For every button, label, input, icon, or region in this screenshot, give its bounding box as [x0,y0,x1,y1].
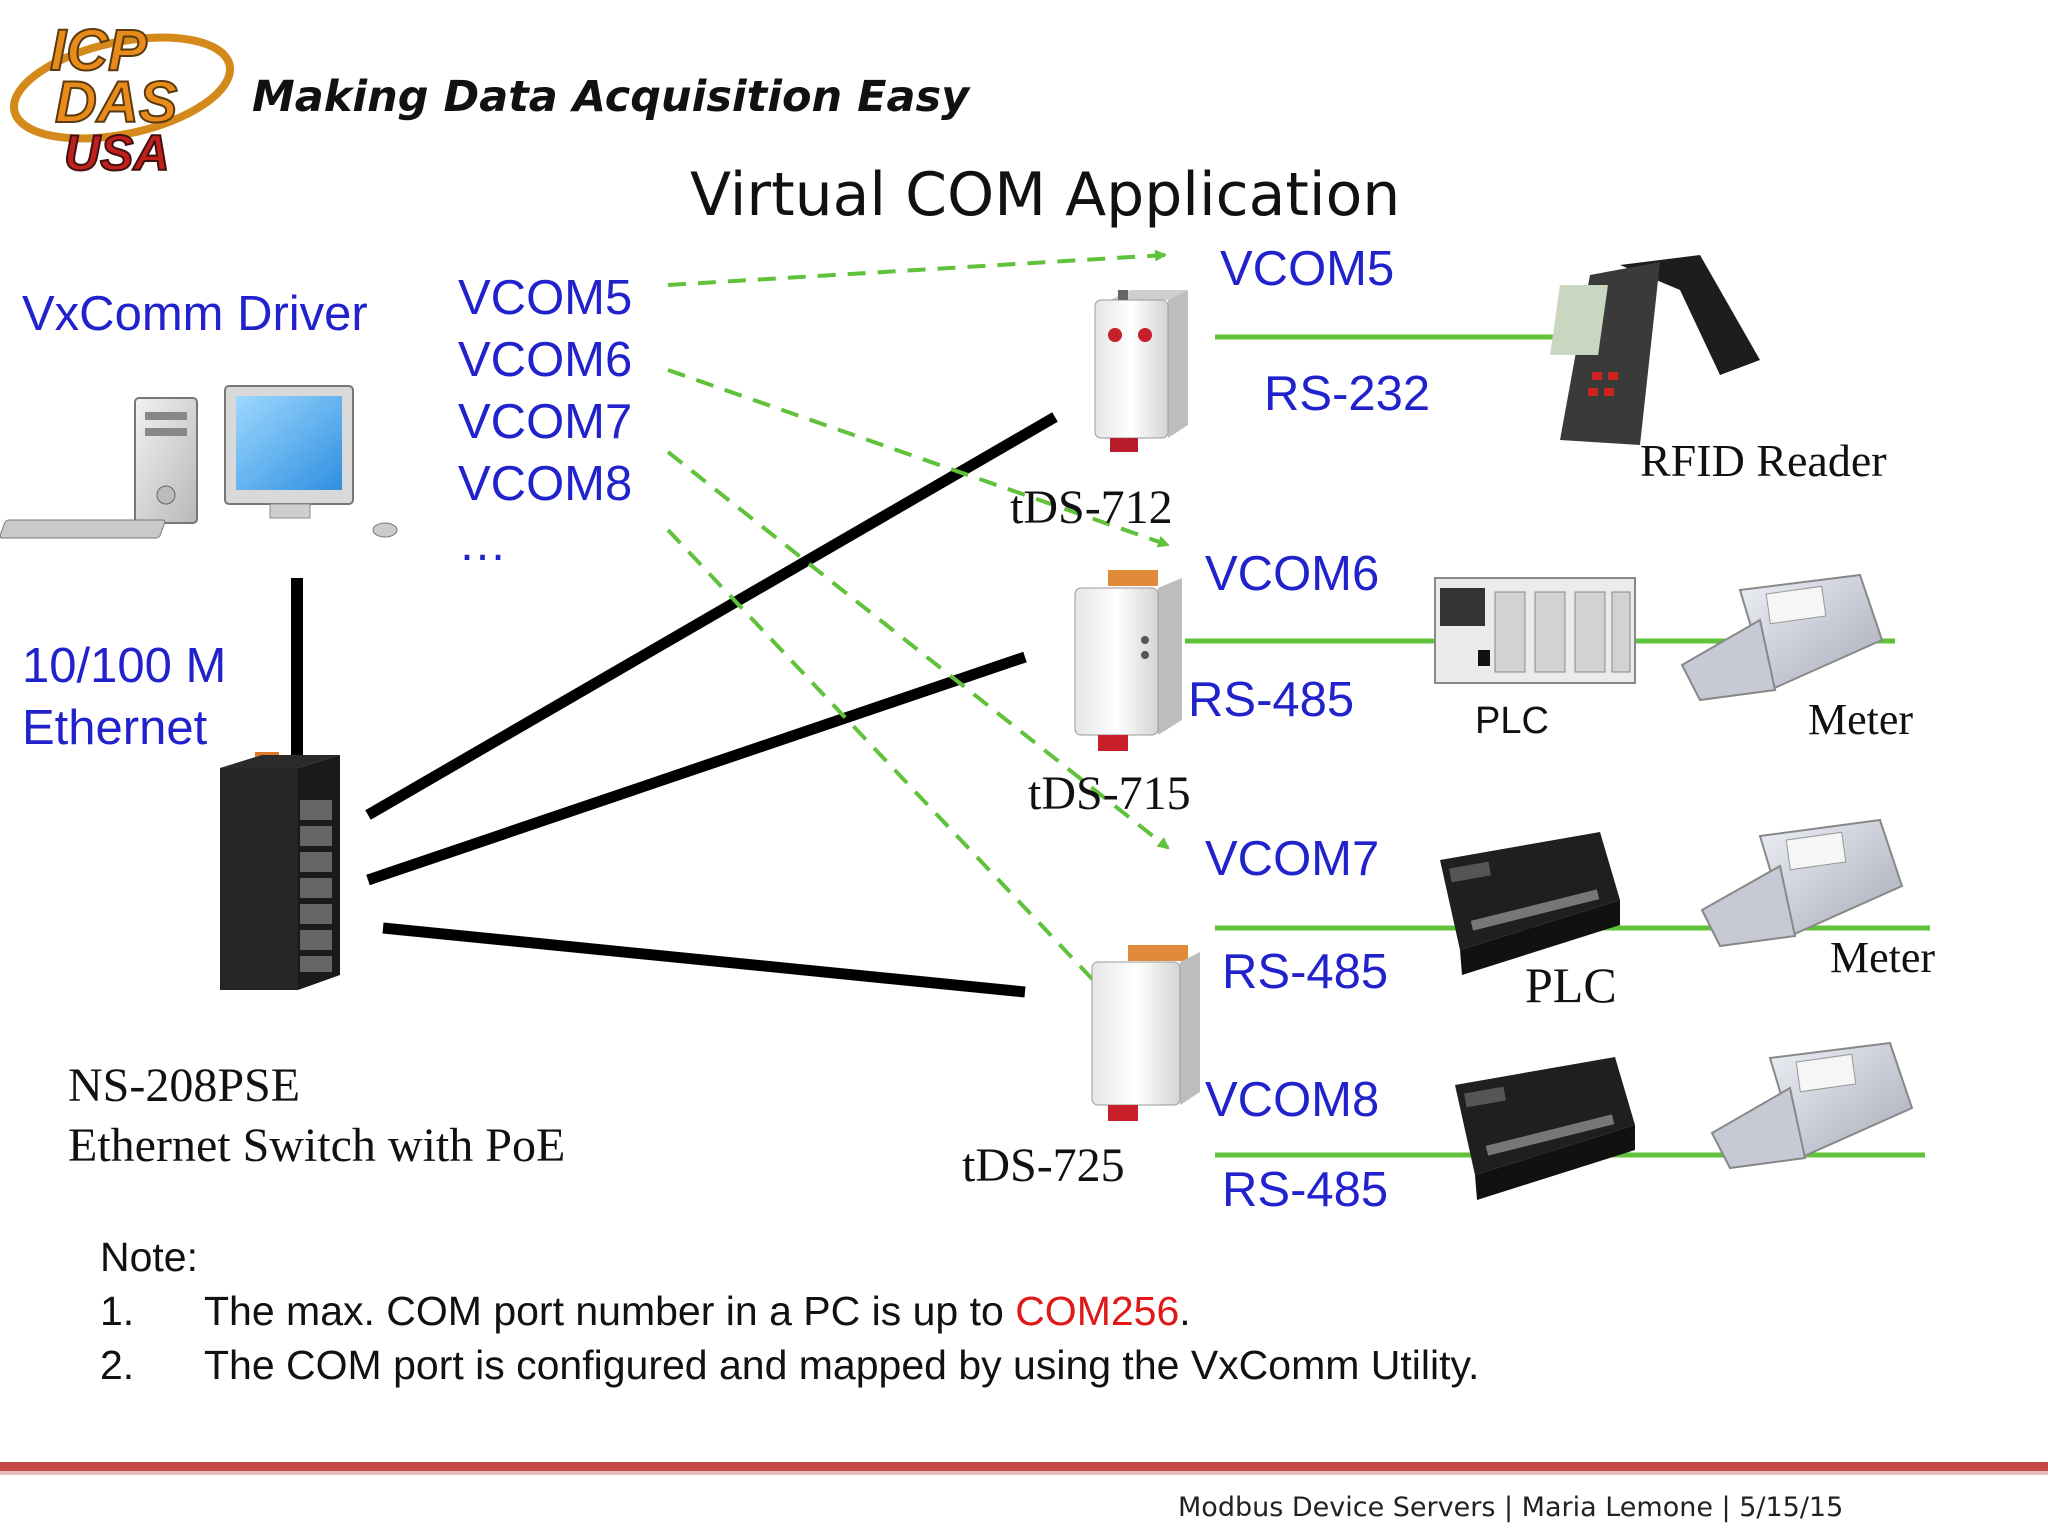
device-label: PLC [1525,957,1617,1013]
rfid-reader-icon [1550,255,1760,445]
ethernet-cable-tds715 [366,651,1027,886]
vcom-list-item: VCOM6 [458,333,633,387]
bus-label: RS-485 [1222,1163,1389,1217]
device-label: Meter [1830,933,1936,982]
tds715-device-icon [1074,570,1182,751]
pc-computer-icon [0,385,398,539]
vcom8-arrow [666,528,1182,1074]
vcom-list-item: VCOM5 [458,271,633,325]
footer-text: Modbus Device Servers | Maria Lemone | 5… [1178,1492,1844,1523]
note-text: The max. COM port number in a PC is up t… [204,1288,1016,1334]
note-item-1: The max. COM port number in a PC is up t… [204,1288,1191,1335]
tagline: Making Data Acquisition Easy [252,72,970,122]
link-vcom-label: VCOM5 [1220,242,1395,296]
plc-icon [1440,832,1620,975]
vcom-list-item: … [458,517,507,571]
server-model-label: tDS-712 [1010,481,1173,534]
note-number: 1. [100,1288,135,1334]
tds712-device-icon [1094,290,1188,452]
ethernet-speed-label: 10/100 M [22,639,227,693]
vcom-list-item: VCOM8 [458,457,633,511]
bus-label: RS-232 [1264,367,1431,421]
switch-description-label: Ethernet Switch with PoE [68,1119,566,1172]
note-item-2: The COM port is configured and mapped by… [204,1342,1480,1388]
meter-icon [1710,1041,1914,1170]
server-model-label: tDS-715 [1028,767,1191,820]
svg-text:ICP: ICP [50,18,147,83]
page-title: Virtual COM Application [690,160,1401,230]
vxcomm-driver-label: VxComm Driver [22,287,368,341]
switch-model-label: NS-208PSE [68,1059,301,1112]
ethernet-switch-icon [220,752,340,990]
vcom-list-item: VCOM7 [458,395,633,449]
link-vcom-label: VCOM8 [1205,1073,1380,1127]
bus-label: RS-485 [1188,673,1355,727]
tds725-device-icon [1091,945,1200,1121]
vcom5-arrow [667,249,1167,287]
device-label: Meter [1808,695,1914,744]
ethernet-cable-tds725 [382,922,1026,998]
link-vcom-label: VCOM7 [1205,832,1380,886]
icpdas-logo: ICP DAS USA [9,17,235,182]
footer-bar-shadow [0,1471,2048,1475]
device-label: PLC [1475,700,1549,742]
vcom7-arrow [666,450,1170,850]
svg-text:DAS: DAS [55,70,178,135]
note-number: 2. [100,1342,135,1388]
ethernet-label: Ethernet [22,701,208,755]
server-model-label: tDS-725 [962,1139,1125,1192]
note-text-end: . [1179,1288,1191,1334]
meter-icon [1680,573,1884,702]
ethernet-cable-tds712 [365,412,1058,820]
plc-icon [1434,577,1636,684]
device-label: RFID Reader [1640,435,1887,486]
meter-icon [1700,818,1904,948]
note-heading: Note: [100,1234,198,1280]
bus-label: RS-485 [1222,945,1389,999]
svg-text:USA: USA [64,125,170,181]
plc-icon [1455,1057,1635,1200]
note-highlight: COM256 [1015,1288,1180,1334]
link-vcom-label: VCOM6 [1205,547,1380,601]
footer-bar [0,1462,2048,1471]
